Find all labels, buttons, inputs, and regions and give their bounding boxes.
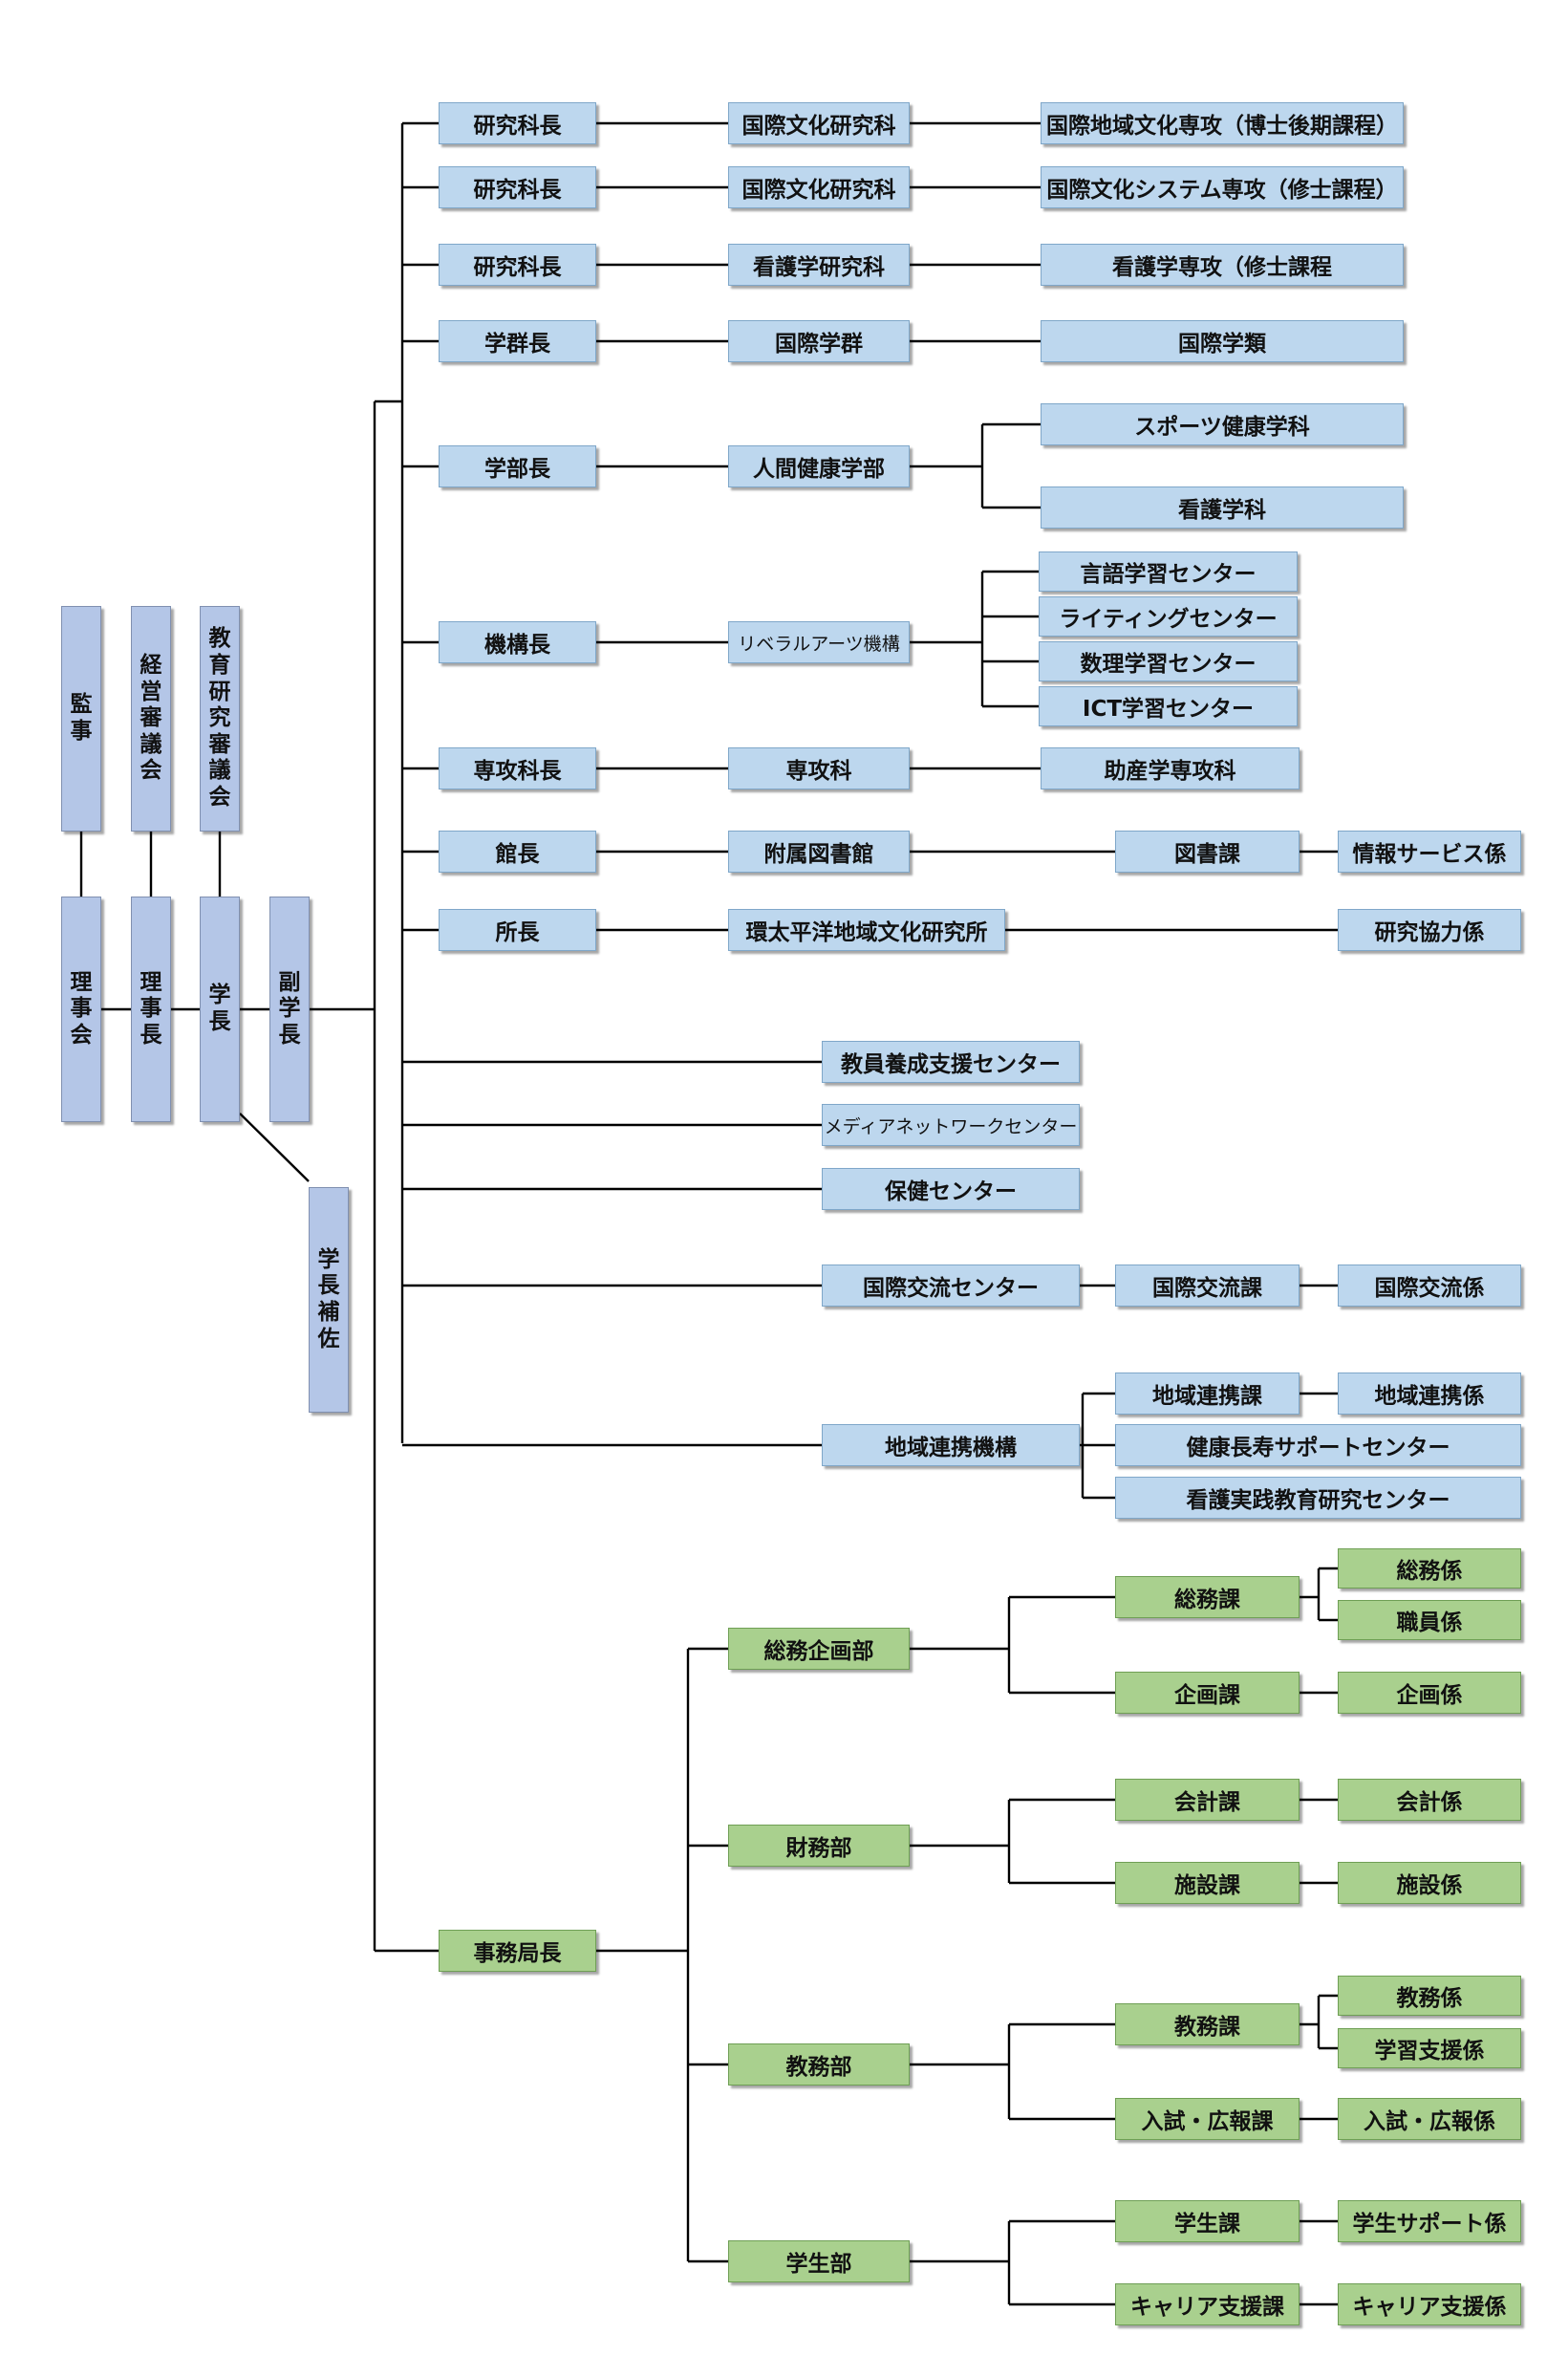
tosho-ka-box: 図書課 (1115, 831, 1300, 873)
rijikai-box: 理事会 (61, 897, 101, 1122)
vertical-label: 学長補佐 (317, 1246, 340, 1351)
program-box: 国際地域文化専攻（博士後期課程） (1041, 102, 1404, 144)
unit-box: リベラルアーツ機構 (728, 621, 910, 663)
josan-box: 助産学専攻科 (1041, 747, 1300, 789)
program-box: 看護学専攻（修士課程 (1041, 244, 1404, 286)
unit-box: 国際学群 (728, 320, 910, 362)
kango-center-box: 看護実践教育研究センター (1115, 1477, 1521, 1519)
unit-box: 環太平洋地域文化研究所 (728, 909, 1005, 951)
kyomu-bu-box: 教務部 (728, 2043, 910, 2086)
career-kakari-box: キャリア支援係 (1338, 2283, 1521, 2325)
gakushu-shien-kakari-box: 学習支援係 (1338, 2028, 1521, 2068)
head-box: 専攻科長 (439, 747, 596, 789)
head-box: 所長 (439, 909, 596, 951)
head-box: 学群長 (439, 320, 596, 362)
kokusai-center-box: 国際交流センター (822, 1264, 1080, 1307)
nyushi-koho-ka-box: 入試・広報課 (1115, 2098, 1300, 2140)
kaikei-kakari-box: 会計係 (1338, 1779, 1521, 1821)
somu-kakari-box: 総務係 (1338, 1548, 1521, 1589)
program-box: 国際文化システム専攻（修士課程） (1041, 166, 1404, 208)
vertical-label: 副学長 (278, 969, 301, 1048)
vertical-label: 学長 (208, 983, 231, 1034)
kaikei-ka-box: 会計課 (1115, 1779, 1300, 1821)
gakusei-bu-box: 学生部 (728, 2240, 910, 2282)
connector-line (239, 1113, 310, 1182)
kanji-box: 監事 (61, 606, 101, 832)
shisetsu-kakari-box: 施設係 (1338, 1862, 1521, 1904)
program-box: 国際学類 (1041, 320, 1404, 362)
zaimu-bu-box: 財務部 (728, 1825, 910, 1867)
career-ka-box: キャリア支援課 (1115, 2283, 1300, 2325)
unit-box: 人間健康学部 (728, 445, 910, 487)
joho-kakari-box: 情報サービス係 (1338, 831, 1521, 873)
unit-box: 国際文化研究科 (728, 102, 910, 144)
shokuin-kakari-box: 職員係 (1338, 1600, 1521, 1640)
head-box: 機構長 (439, 621, 596, 663)
la-center-box: ICT学習センター (1039, 686, 1298, 726)
vertical-label: 理事会 (70, 969, 93, 1048)
hoken-center-box: 保健センター (822, 1168, 1080, 1210)
kikaku-ka-box: 企画課 (1115, 1672, 1300, 1714)
media-center-box: メディアネットワークセンター (822, 1104, 1080, 1146)
kokusai-kakari-box: 国際交流係 (1338, 1264, 1521, 1307)
chiiki-kiko-box: 地域連携機構 (822, 1424, 1080, 1466)
gakucho-hosa-box: 学長補佐 (309, 1187, 349, 1413)
kenko-center-box: 健康長寿サポートセンター (1115, 1424, 1521, 1466)
kenkyu-kyoryoku-box: 研究協力係 (1338, 909, 1521, 951)
la-center-box: 数理学習センター (1039, 641, 1298, 681)
vertical-label: 経営審議会 (140, 653, 162, 784)
chiiki-kakari-box: 地域連携係 (1338, 1373, 1521, 1415)
kyoin-center-box: 教員養成支援センター (822, 1041, 1080, 1083)
somu-ka-box: 総務課 (1115, 1576, 1300, 1618)
kyoiku-kenkyu-shingikai-box: 教育研究審議会 (200, 606, 240, 832)
fukugakucho-box: 副学長 (269, 897, 310, 1122)
kyomu-ka-box: 教務課 (1115, 2003, 1300, 2045)
chiiki-ka-box: 地域連携課 (1115, 1373, 1300, 1415)
somu-kikaku-bu-box: 総務企画部 (728, 1628, 910, 1670)
kokusai-ka-box: 国際交流課 (1115, 1264, 1300, 1307)
head-box: 館長 (439, 831, 596, 873)
dept-nursing-box: 看護学科 (1041, 486, 1404, 529)
kyomu-kakari-box: 教務係 (1338, 1976, 1521, 2016)
unit-box: 国際文化研究科 (728, 166, 910, 208)
unit-box: 専攻科 (728, 747, 910, 789)
keiei-shingikai-box: 経営審議会 (131, 606, 171, 832)
gakucho-box: 学長 (200, 897, 240, 1122)
kikaku-kakari-box: 企画係 (1338, 1672, 1521, 1714)
head-box: 学部長 (439, 445, 596, 487)
dept-sports-box: スポーツ健康学科 (1041, 403, 1404, 445)
nyushi-koho-kakari-box: 入試・広報係 (1338, 2098, 1521, 2140)
unit-box: 附属図書館 (728, 831, 910, 873)
jimukyokucho-box: 事務局長 (439, 1930, 596, 1972)
la-center-box: ライティングセンター (1039, 596, 1298, 637)
unit-box: 看護学研究科 (728, 244, 910, 286)
gakusei-support-kakari-box: 学生サポート係 (1338, 2200, 1521, 2242)
rijicho-box: 理事長 (131, 897, 171, 1122)
shisetsu-ka-box: 施設課 (1115, 1862, 1300, 1904)
head-box: 研究科長 (439, 166, 596, 208)
vertical-label: 教育研究審議会 (208, 626, 231, 810)
head-box: 研究科長 (439, 102, 596, 144)
vertical-label: 監事 (70, 692, 93, 744)
head-box: 研究科長 (439, 244, 596, 286)
la-center-box: 言語学習センター (1039, 551, 1298, 592)
vertical-label: 理事長 (140, 969, 162, 1048)
gakusei-ka-box: 学生課 (1115, 2200, 1300, 2242)
